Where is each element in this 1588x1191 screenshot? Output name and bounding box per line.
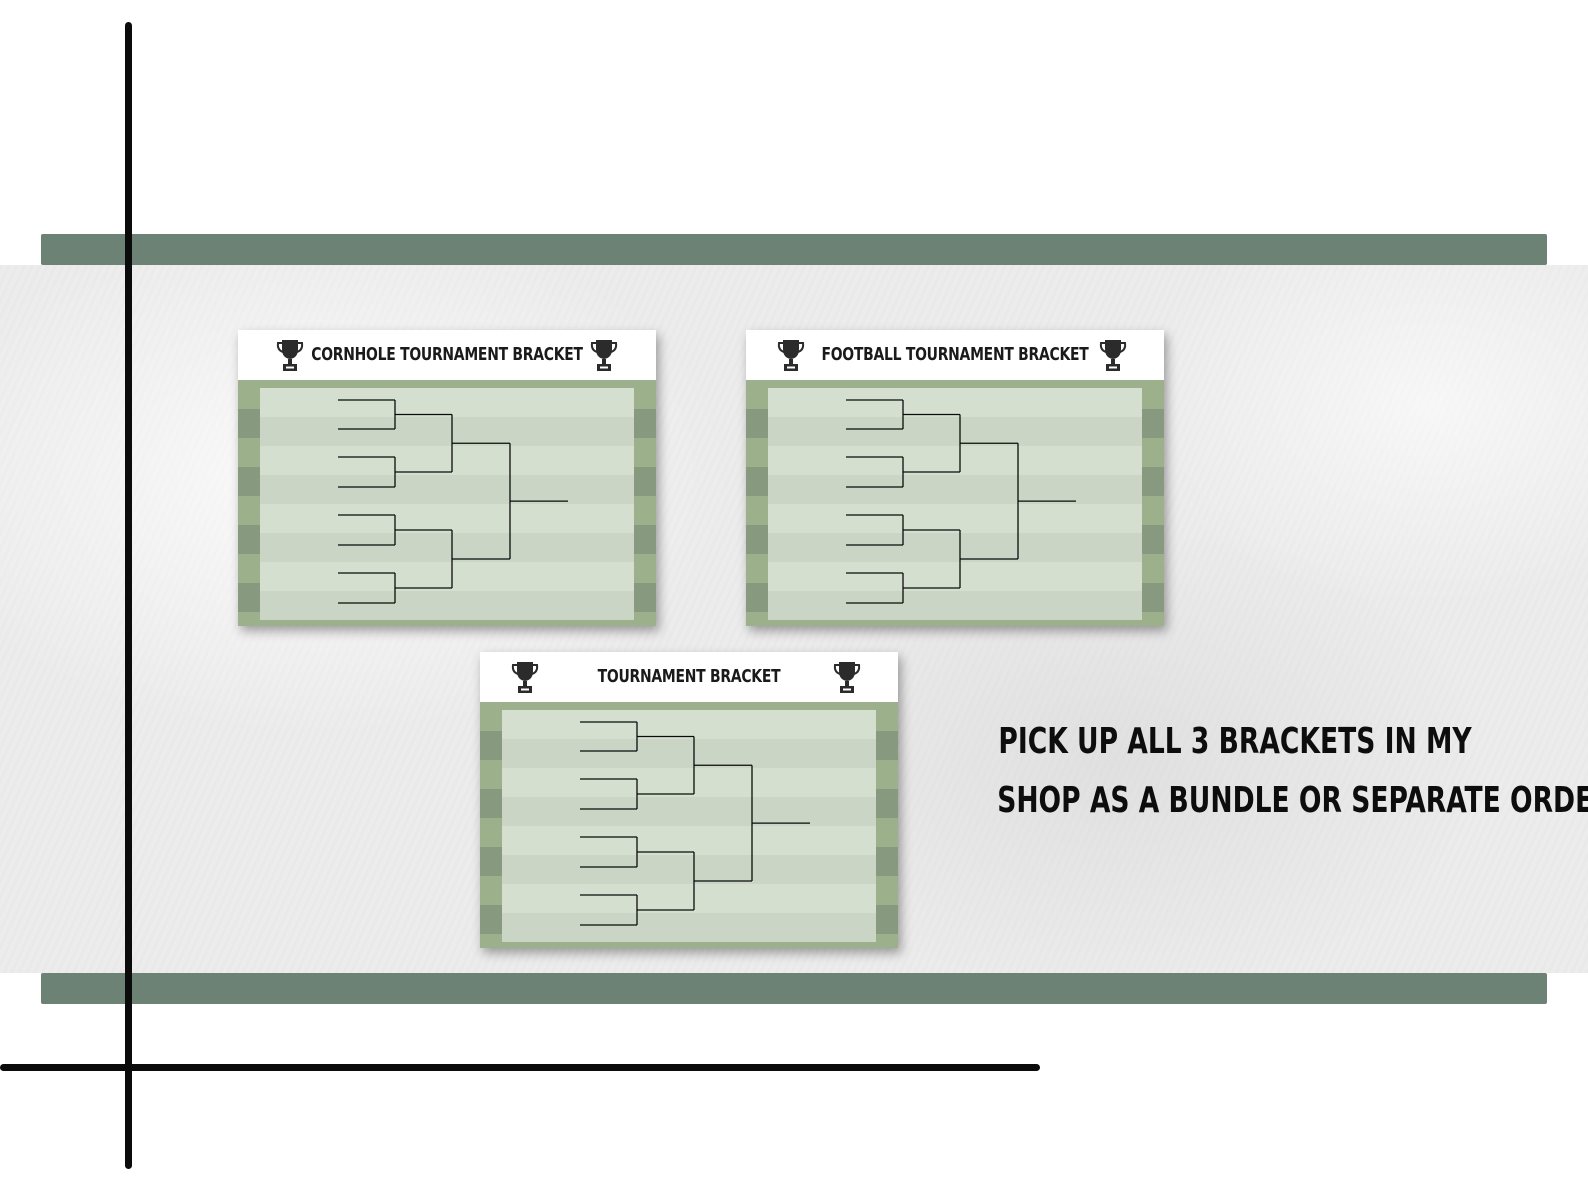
card-header: TOURNAMENT BRACKET (480, 652, 898, 702)
tournament-bracket-card: TOURNAMENT BRACKET (480, 652, 898, 948)
card-title: TOURNAMENT BRACKET (597, 666, 781, 687)
promo-message: PICK UP ALL 3 BRACKETS IN MY SHOP AS A B… (945, 712, 1588, 830)
football-bracket-card: FOOTBALL TOURNAMENT BRACKET (746, 330, 1164, 626)
bracket-area (768, 388, 1142, 620)
trophy-icon (589, 337, 619, 373)
card-header: CORNHOLE TOURNAMENT BRACKET (238, 330, 656, 380)
bracket-area (502, 710, 876, 942)
card-title: CORNHOLE TOURNAMENT BRACKET (311, 344, 583, 365)
trophy-icon (1098, 337, 1128, 373)
card-title: FOOTBALL TOURNAMENT BRACKET (821, 344, 1089, 365)
promo-line-1: PICK UP ALL 3 BRACKETS IN MY (998, 721, 1472, 762)
bracket-field (746, 380, 1164, 626)
card-header: FOOTBALL TOURNAMENT BRACKET (746, 330, 1164, 380)
tournament-bracket (338, 399, 568, 604)
horizontal-decorative-line (0, 1064, 1040, 1071)
bracket-area (260, 388, 634, 620)
bracket-field (480, 702, 898, 948)
bottom-accent-stripe (41, 973, 1547, 1004)
trophy-icon (832, 659, 862, 695)
top-accent-stripe (41, 234, 1547, 265)
tournament-bracket (580, 721, 810, 926)
bracket-field (238, 380, 656, 626)
cornhole-bracket-card: CORNHOLE TOURNAMENT BRACKET (238, 330, 656, 626)
vertical-decorative-line (125, 22, 132, 1169)
tournament-bracket (846, 399, 1076, 604)
promo-line-2: SHOP AS A BUNDLE OR SEPARATE ORDER (997, 780, 1588, 821)
trophy-icon (510, 659, 540, 695)
trophy-icon (776, 337, 806, 373)
trophy-icon (275, 337, 305, 373)
